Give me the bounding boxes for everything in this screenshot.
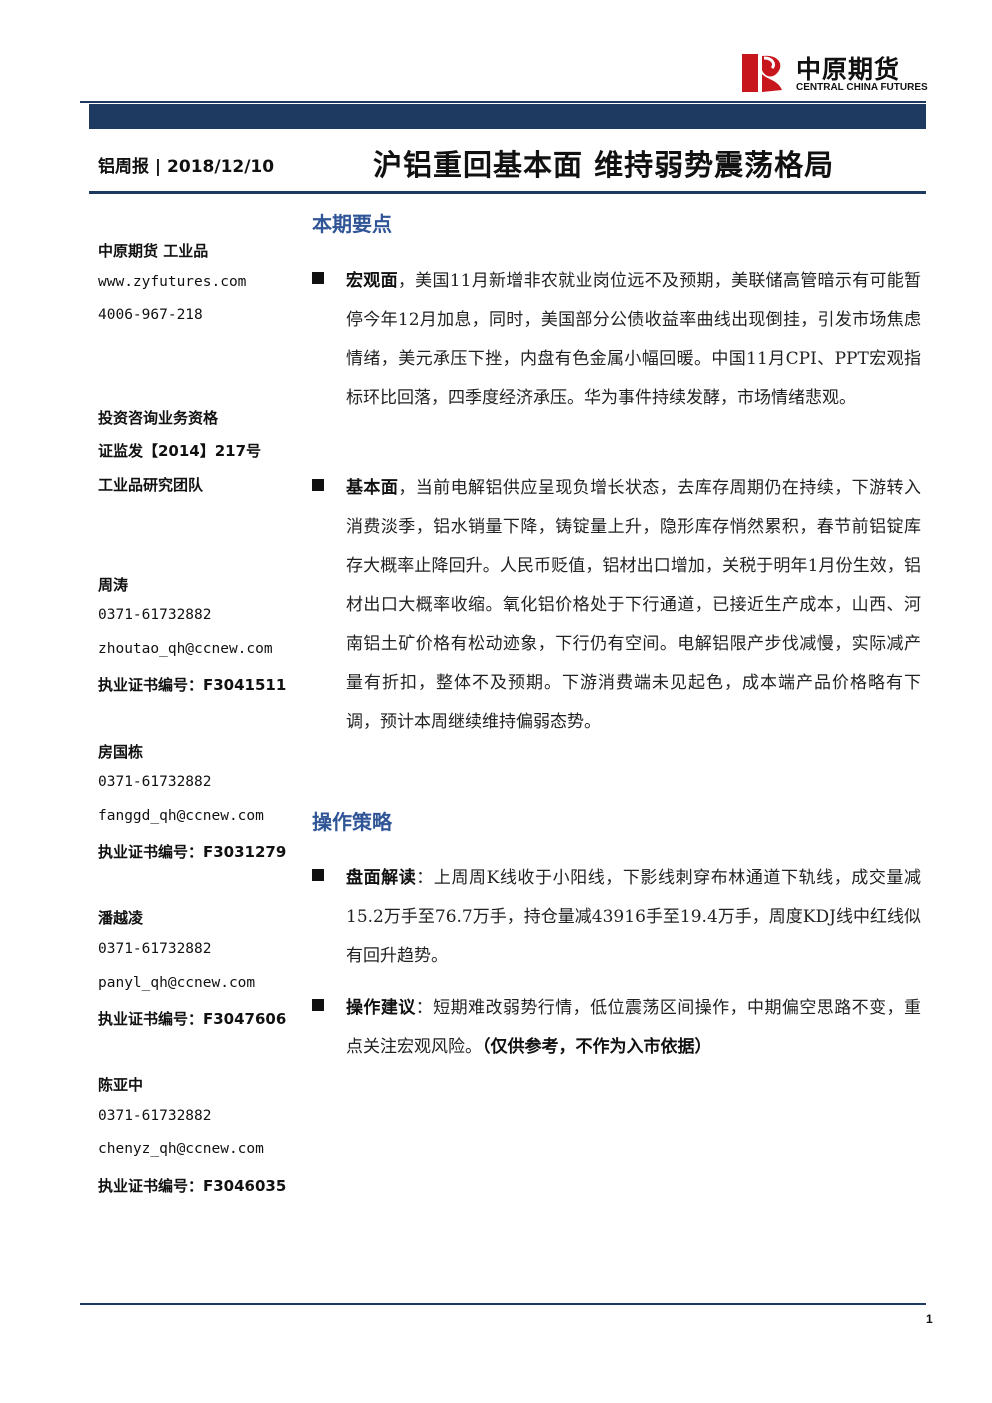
bullet-body: ，当前电解铝供应呈现负增长状态，去库存周期仍在持续，下游转入消费淡季，铝水销量下… <box>346 478 921 732</box>
bullet-label: 盘面解读 <box>346 868 417 888</box>
section-heading-highlights: 本期要点 <box>312 212 392 236</box>
report-tag: 铝周报 | 2018/12/10 <box>98 157 275 177</box>
bullet-square-icon <box>312 272 324 284</box>
bullet-square-icon <box>312 479 324 491</box>
company-website: www.zyfutures.com <box>98 274 247 290</box>
analyst-license: 执业证书编号：F3031279 <box>98 843 287 861</box>
company-logo: 中原期货 CENTRAL CHINA FUTURES <box>738 50 938 96</box>
analyst-name: 陈亚中 <box>98 1076 144 1094</box>
header-bar <box>89 104 926 129</box>
bullet-advice-text: 操作建议：短期难改弱势行情，低位震荡区间操作，中期偏空思路不变，重点关注宏观风险… <box>346 989 921 1067</box>
logo-chinese-name: 中原期货 <box>796 55 901 84</box>
analyst-email: chenyz_qh@ccnew.com <box>98 1141 264 1157</box>
analyst-email: zhoutao_qh@ccnew.com <box>98 641 273 657</box>
analyst-phone: 0371-61732882 <box>98 774 212 790</box>
bullet-fundamental-text: 基本面，当前电解铝供应呈现负增长状态，去库存周期仍在持续，下游转入消费淡季，铝水… <box>346 469 921 742</box>
bullet-body: ：短期难改弱势行情，低位震荡区间操作，中期偏空思路不变，重点关注宏观风险。 <box>346 998 921 1057</box>
analyst-phone: 0371-61732882 <box>98 941 212 957</box>
analyst-name: 房国栋 <box>98 743 144 761</box>
bullet-label: 操作建议 <box>346 998 416 1018</box>
analyst-license: 执业证书编号：F3047606 <box>98 1010 287 1028</box>
page-title: 沪铝重回基本面 维持弱势震荡格局 <box>373 148 835 182</box>
company-phone: 4006-967-218 <box>98 307 203 323</box>
qualification-number: 证监发【2014】217号 <box>98 442 262 460</box>
bullet-chart-text: 盘面解读：上周周K线收于小阳线，下影线刺穿布林通道下轨线，成交量减15.2万手至… <box>346 859 921 976</box>
bullet-square-icon <box>312 999 324 1011</box>
analyst-email: fanggd_qh@ccnew.com <box>98 808 264 824</box>
header-top-line <box>80 101 926 103</box>
title-divider <box>89 191 926 194</box>
section-heading-strategy: 操作策略 <box>312 810 392 834</box>
analyst-name: 周涛 <box>98 576 129 594</box>
analyst-phone: 0371-61732882 <box>98 607 212 623</box>
qualification-label: 投资咨询业务资格 <box>98 409 219 427</box>
analyst-license: 执业证书编号：F3041511 <box>98 676 287 694</box>
disclaimer: （仅供参考，不作为入市依据） <box>482 1037 712 1057</box>
footer-line <box>80 1303 926 1305</box>
logo-english-name: CENTRAL CHINA FUTURES <box>796 82 928 93</box>
bullet-label: 基本面 <box>346 478 399 498</box>
bullet-label: 宏观面 <box>346 271 398 291</box>
bullet-macro-text: 宏观面，美国11月新增非农就业岗位远不及预期，美联储高管暗示有可能暂停今年12月… <box>346 262 921 418</box>
bullet-body: ：上周周K线收于小阳线，下影线刺穿布林通道下轨线，成交量减15.2万手至76.7… <box>346 868 922 966</box>
page-number: 1 <box>926 1312 933 1326</box>
bullet-body: ，美国11月新增非农就业岗位远不及预期，美联储高管暗示有可能暂停今年12月加息，… <box>346 271 922 408</box>
bullet-square-icon <box>312 869 324 881</box>
analyst-license: 执业证书编号：F3046035 <box>98 1177 287 1195</box>
analyst-email: panyl_qh@ccnew.com <box>98 975 256 991</box>
logo-mark-icon <box>738 50 786 96</box>
analyst-name: 潘越凌 <box>98 909 144 927</box>
team-name: 工业品研究团队 <box>98 476 204 494</box>
analyst-phone: 0371-61732882 <box>98 1108 212 1124</box>
company-name: 中原期货 工业品 <box>98 242 209 260</box>
